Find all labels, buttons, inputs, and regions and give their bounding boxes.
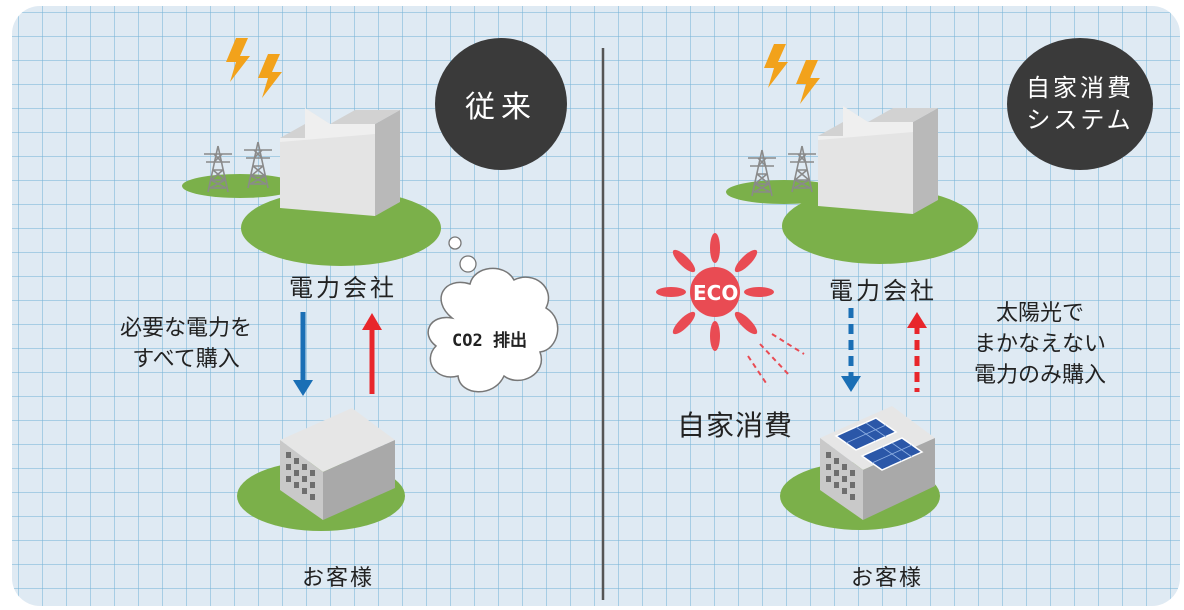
- self-consumption-label: 自家消費: [677, 409, 794, 442]
- factory-icon: [818, 106, 938, 214]
- solar-building-icon: [820, 406, 935, 520]
- company-grass: [241, 190, 441, 266]
- company-label: 電力会社: [829, 277, 937, 305]
- dashed-down-arrow: [841, 308, 861, 392]
- diagram-panel: [12, 6, 1180, 606]
- purchase-note-line-2: すべて購入: [132, 347, 240, 372]
- grass-patch: [726, 180, 842, 204]
- company-label: 電力会社: [289, 274, 397, 302]
- badge-line-1: 自家消費: [1026, 74, 1134, 102]
- self-consumption-badge: 自家消費 システム: [1007, 38, 1153, 170]
- dashed-up-arrow: [907, 312, 927, 392]
- badge-label: 従来: [465, 90, 537, 125]
- badge-line-2: システム: [1026, 106, 1134, 134]
- conventional-badge: 従来: [435, 38, 567, 170]
- co2-label: CO2 排出: [452, 331, 527, 351]
- eco-label: ECO: [693, 281, 739, 305]
- purchase-note: 必要な電力を すべて購入: [120, 313, 252, 375]
- note-line-2: まかなえない: [974, 332, 1107, 357]
- building-icon: [280, 408, 395, 520]
- sun-rays: [747, 333, 805, 387]
- sun-icon: [656, 233, 774, 351]
- factory-icon: [280, 108, 400, 216]
- up-arrow: [362, 313, 382, 394]
- purchase-note: 太陽光で まかなえない 電力のみ購入: [974, 298, 1106, 391]
- customer-label: お客様: [302, 566, 375, 591]
- customer-label: お客様: [851, 566, 924, 591]
- note-line-1: 太陽光で: [996, 301, 1085, 326]
- lightning-icon: [226, 38, 282, 98]
- lightning-icon: [764, 44, 820, 104]
- purchase-note-line-1: 必要な電力を: [120, 316, 253, 341]
- co2-cloud: [427, 236, 559, 393]
- down-arrow: [293, 312, 313, 396]
- note-line-3: 電力のみ購入: [974, 363, 1107, 388]
